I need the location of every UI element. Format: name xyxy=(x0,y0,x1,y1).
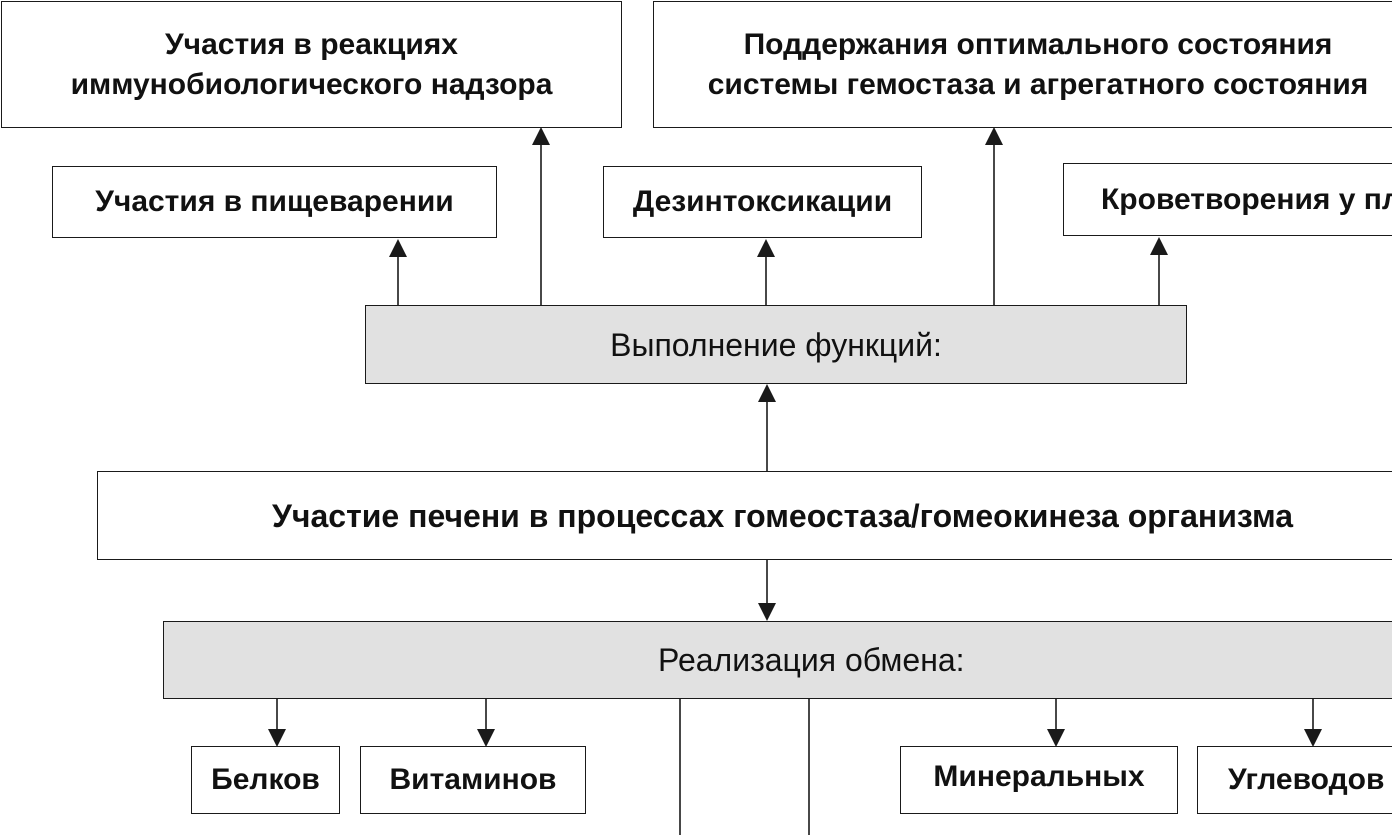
box-immuno-label: Участия в реакциях иммунобиологического … xyxy=(70,27,553,101)
arrowhead-minerals xyxy=(1047,729,1065,747)
box-functions: Выполнение функций: xyxy=(365,305,1187,384)
box-hemostasis-label: Поддержания оптимального состояния систе… xyxy=(707,27,1369,101)
box-proteins-label: Белков xyxy=(211,763,320,796)
box-hemostasis: Поддержания оптимального состояния систе… xyxy=(653,1,1392,128)
arrowhead-vitamins xyxy=(477,729,495,747)
box-hematopoiesis-label: Кроветворения у плода xyxy=(1101,182,1392,216)
box-digestion: Участия в пищеварении xyxy=(52,166,497,238)
box-carbs-label: Углеводов xyxy=(1228,763,1385,796)
arrowhead-detox xyxy=(757,239,775,257)
arrowhead-carbs xyxy=(1304,729,1322,747)
box-detox: Дезинтоксикации xyxy=(603,166,922,238)
arrowhead-immuno xyxy=(532,127,550,145)
box-minerals: Минеральных xyxy=(900,746,1178,814)
box-vitamins-label: Витаминов xyxy=(389,763,557,796)
box-vitamins: Витаминов xyxy=(360,746,586,814)
box-digestion-label: Участия в пищеварении xyxy=(95,185,454,218)
box-detox-label: Дезинтоксикации xyxy=(632,185,893,218)
arrowhead-hemostasis xyxy=(985,127,1003,145)
box-minerals-label: Минеральных xyxy=(933,760,1145,793)
box-liver-label: Участие печени в процессах гомеостаза/го… xyxy=(272,497,1294,534)
box-metabolism: Реализация обмена: xyxy=(163,621,1392,699)
arrowhead-hematopoiesis xyxy=(1150,237,1168,255)
arrowhead-metabolism xyxy=(758,603,776,621)
arrowhead-functions xyxy=(758,384,776,402)
box-functions-label: Выполнение функций: xyxy=(610,326,942,363)
box-carbs: Углеводов xyxy=(1197,746,1392,814)
box-hematopoiesis: Кроветворения у плода xyxy=(1063,163,1392,236)
box-immuno: Участия в реакциях иммунобиологического … xyxy=(1,1,622,128)
box-liver: Участие печени в процессах гомеостаза/го… xyxy=(97,471,1392,560)
box-metabolism-label: Реализация обмена: xyxy=(658,642,965,678)
arrowhead-digestion xyxy=(389,239,407,257)
box-proteins: Белков xyxy=(191,746,340,814)
arrowhead-proteins xyxy=(268,729,286,747)
